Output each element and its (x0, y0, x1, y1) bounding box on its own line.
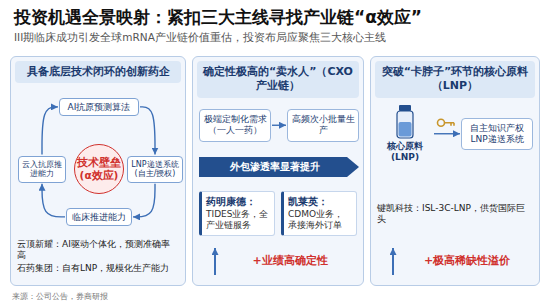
panel-header: 确定性极高的“卖水人”（CXO产业链） (197, 61, 359, 98)
trend-arrow-band: 外包渗透率显著提升 (199, 157, 359, 177)
vial-body (397, 111, 413, 138)
capability-box-text: 临床推进能力 (69, 212, 129, 223)
material-vial: 核心原料 (LNP) (377, 105, 433, 163)
key-bow (438, 119, 445, 126)
subtitle: III期临床成功引发全球mRNA产业链价值重估，投资布局应聚焦三大核心主线 (14, 31, 386, 45)
core-circle-text: 技术壁垒 (α效应) (77, 156, 121, 181)
platform-box: 自主知识产权LNP递送系统 (461, 118, 533, 151)
key-icon (438, 119, 455, 126)
theme-panel: 确定性极高的“卖水人”（CXO产业链） +业绩高确定性 极端定制化需求（一人一药） 高… (192, 56, 364, 286)
capability-box: 云入抗原推进能力 (18, 156, 66, 183)
company-detail: CDMO业务，承接海外订单 (288, 209, 352, 232)
theme-panel: 突破“卡脖子”环节的核心原料（LNP） 键凯科技：ISL-3C-LNP，供货国际巨… (370, 56, 540, 286)
up-arrow (392, 248, 394, 275)
band-arrow-fill (199, 157, 359, 177)
company-box: 凯莱英：CDMO业务，承接海外订单 (281, 191, 357, 236)
demand-box-text: 极端定制化需求（一人一药） (203, 114, 267, 137)
capability-box-text: 云入抗原推进能力 (21, 160, 63, 179)
trend-arrow-band-text: 外包渗透率显著提升 (207, 161, 343, 173)
company-detail: TIDES业务，全产业链服务 (206, 209, 270, 232)
flow-connector (42, 107, 58, 155)
benefit-note: +业绩高确定性 (225, 254, 355, 268)
company-name: 凯莱英： (288, 196, 352, 209)
slide-title: 投资机遇全景映射：紧扣三大主线寻找产业链“α效应” (14, 6, 422, 29)
flow-connector (434, 133, 460, 134)
flow-connector (42, 184, 65, 217)
benefit-note: +极高稀缺性溢价 (403, 254, 531, 268)
capability-box: LNP递送系统 (自主/授权) (127, 156, 183, 183)
capability-box-text: LNP递送系统 (自主/授权) (130, 160, 180, 179)
capability-box: AI抗原预测算法 (59, 98, 139, 117)
source-note: 来源：公司公告，券商研报 (12, 292, 108, 302)
company-note: 石药集团：自有LNP，规模化生产能力 (17, 263, 177, 274)
company-note: 键凯科技：ISL-3C-LNP，供货国际巨头 (377, 203, 531, 226)
vial-cap (399, 105, 411, 111)
core-circle: 技术壁垒 (α效应) (74, 144, 124, 194)
company-name: 药明康德： (206, 196, 270, 209)
key-blade (445, 123, 455, 126)
company-note: 云顶新耀：AI驱动个体化，预测准确率高 (17, 239, 177, 262)
flow-connector (140, 107, 155, 155)
demand-box: 极端定制化需求（一人一药） (199, 109, 271, 142)
platform-box-text: 自主知识产权LNP递送系统 (465, 123, 529, 146)
flow-connector (272, 125, 286, 126)
panel-header: 突破“卡脖子”环节的核心原料（LNP） (375, 61, 535, 98)
up-arrow (214, 248, 216, 275)
demand-box: 高频次小批量生产 (287, 109, 359, 142)
flow-connector (133, 184, 155, 217)
vial-icon (390, 105, 420, 139)
vial-liquid (399, 122, 412, 137)
capability-box-text: AI抗原预测算法 (62, 102, 136, 113)
demand-box-text: 高频次小批量生产 (291, 114, 355, 137)
capability-box: 临床推进能力 (66, 208, 132, 227)
theme-panel: 具备底层技术闭环的创新药企云顶新耀：AI驱动个体化，预测准确率高石药集团：自有L… (10, 56, 186, 286)
material-vial-text: 核心原料 (LNP) (377, 141, 433, 163)
panel-header: 具备底层技术闭环的创新药企 (15, 61, 181, 83)
company-box: 药明康德：TIDES业务，全产业链服务 (199, 191, 275, 236)
